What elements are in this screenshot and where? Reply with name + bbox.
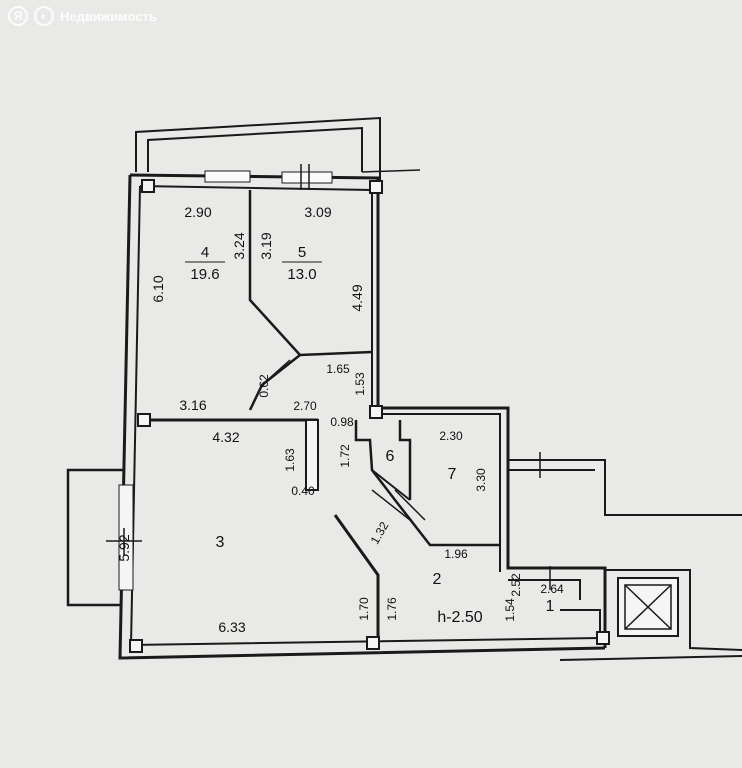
dim-0-62: 0.62	[257, 374, 271, 398]
yandex-realty-watermark: Я ◐ Недвижимость	[8, 6, 157, 26]
dim-1-70: 1.70	[357, 597, 371, 621]
room-5-number: 5	[298, 244, 306, 261]
dim-2-70: 2.70	[293, 399, 317, 413]
dim-0-98: 0.98	[330, 415, 354, 429]
yandex-logo-icon: Я	[8, 6, 28, 26]
dim-2-90: 2.90	[184, 204, 211, 220]
dim-3-19: 3.19	[258, 232, 274, 259]
dim-1-54: 1.54	[503, 598, 517, 622]
dim-6-10: 6.10	[150, 275, 166, 302]
dim-1-76: 1.76	[385, 597, 399, 621]
dim-1-32: 1.32	[368, 519, 392, 547]
ceiling-height: h-2.50	[437, 609, 482, 626]
room-5-area: 13.0	[287, 266, 316, 283]
room-7-number: 7	[448, 466, 457, 483]
room-4-area: 19.6	[190, 266, 219, 283]
room-2-number: 2	[433, 571, 442, 588]
room-1-number: 1	[546, 598, 555, 615]
dim-1-53: 1.53	[353, 372, 367, 396]
dim-2-52: 2.52	[509, 573, 523, 597]
watermark-text: Недвижимость	[60, 8, 157, 24]
dim-3-24: 3.24	[231, 232, 247, 259]
dim-2-30: 2.30	[439, 429, 463, 443]
dim-2-64: 2.64	[540, 582, 564, 596]
room-4-number: 4	[201, 244, 209, 261]
dim-3-09: 3.09	[304, 204, 331, 220]
dim-0-40: 0.40	[291, 484, 315, 498]
room-6-number: 6	[386, 448, 395, 465]
walls	[66, 116, 742, 661]
dim-5-92: 5.92	[116, 534, 132, 561]
dim-4-49: 4.49	[349, 284, 365, 311]
dim-4-32: 4.32	[212, 429, 239, 445]
dim-1-65: 1.65	[326, 362, 350, 376]
dim-1-96: 1.96	[444, 547, 468, 561]
dim-1-72: 1.72	[338, 444, 352, 468]
dim-3-16: 3.16	[179, 397, 206, 413]
realty-logo-icon: ◐	[34, 6, 54, 26]
dim-1-63: 1.63	[283, 448, 297, 472]
dim-3-30: 3.30	[474, 468, 488, 492]
dim-6-33: 6.33	[218, 619, 245, 635]
room-3-number: 3	[216, 534, 225, 551]
